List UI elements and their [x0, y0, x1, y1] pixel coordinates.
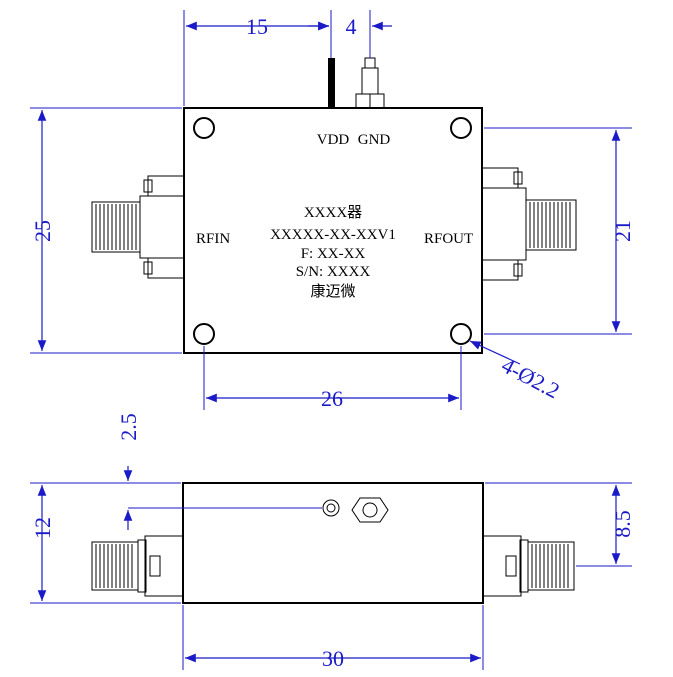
mounting-hole [193, 117, 215, 139]
product-line-3: F: XX-XX [301, 246, 366, 262]
dim-12: 12 [30, 517, 55, 539]
top-view: VDD GND RFIN RFOUT XXXX器 XXXXX-XX-XXV1 F… [30, 10, 635, 411]
product-line-2: XXXXX-XX-XXV1 [270, 227, 396, 243]
dim-holes: 4-Ø2.2 [498, 352, 564, 403]
side-rfin-connector [91, 535, 184, 597]
vdd-pin-end [322, 499, 340, 517]
dim-15: 15 [246, 14, 268, 39]
side-housing-outline [182, 482, 484, 604]
side-view: 12 2.5 8.5 30 [30, 413, 635, 671]
dim-4: 4 [346, 14, 357, 39]
product-line-5: 康迈微 [310, 283, 355, 300]
mounting-hole [193, 323, 215, 345]
hole-leader [469, 340, 521, 365]
dim-21: 21 [610, 220, 635, 242]
dim-25: 25 [30, 220, 55, 242]
gnd-label: GND [358, 132, 391, 148]
vdd-label: VDD [317, 132, 350, 148]
dim-30: 30 [322, 646, 344, 671]
rfout-label: RFOUT [424, 231, 473, 247]
product-line-1: XXXX器 [304, 205, 362, 221]
mounting-hole [450, 117, 472, 139]
vdd-pin [328, 58, 335, 108]
dim-26: 26 [321, 386, 343, 411]
rfin-label: RFIN [196, 231, 230, 247]
gnd-terminal [355, 57, 385, 109]
gnd-nut [351, 497, 389, 523]
dim-2-5: 2.5 [116, 413, 141, 441]
mounting-hole [450, 323, 472, 345]
dim-8-5: 8.5 [610, 510, 635, 538]
rfout-connector [481, 167, 577, 281]
product-line-4: S/N: XXXX [296, 264, 371, 280]
side-rfout-connector [482, 535, 575, 597]
rfin-connector [91, 175, 185, 279]
